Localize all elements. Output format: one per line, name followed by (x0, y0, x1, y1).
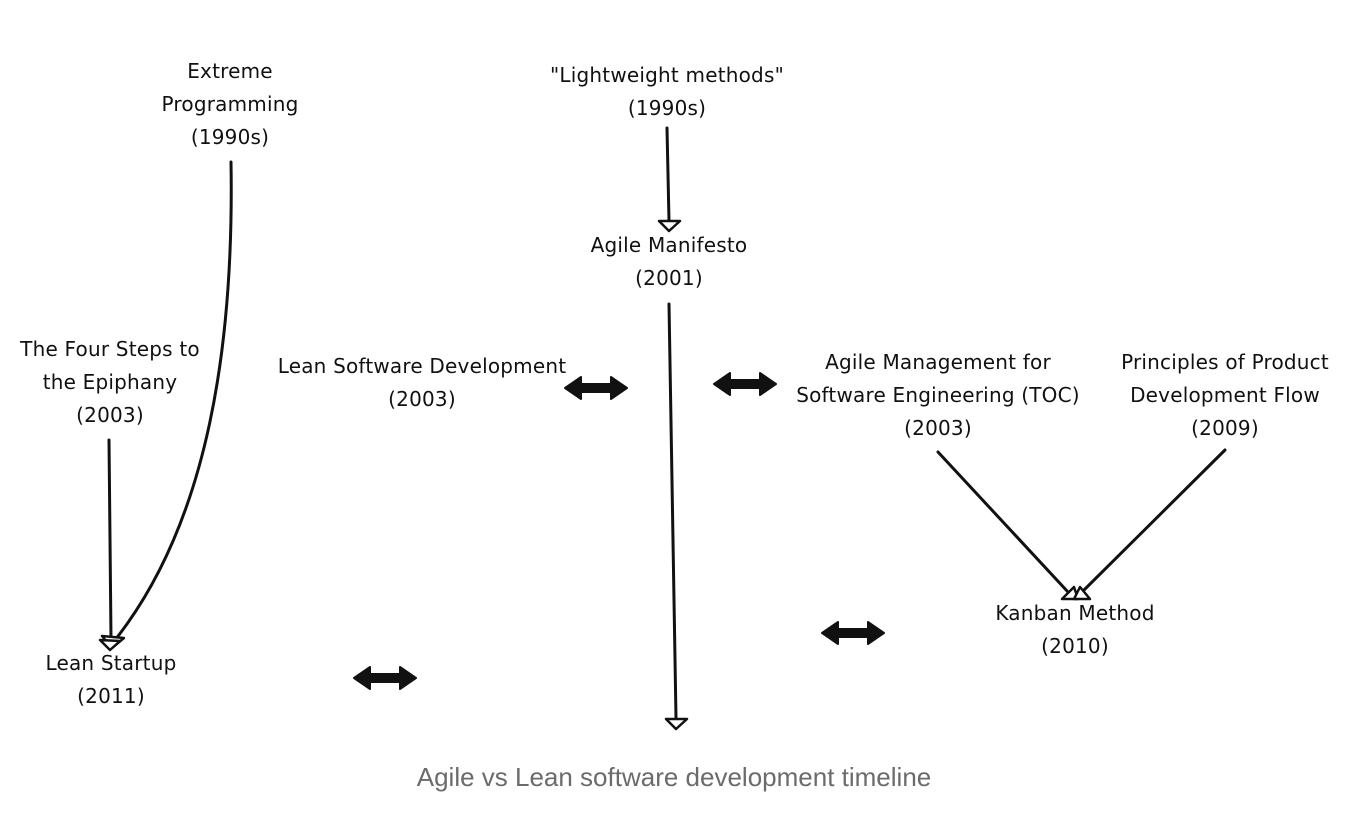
node-principles-flow-line1: Principles of Product (1121, 350, 1329, 374)
node-extreme-programming-line2: Programming (161, 92, 299, 116)
node-lean-software-development-line1: Lean Software Development (277, 354, 567, 378)
node-extreme-programming-line1: Extreme (187, 59, 273, 83)
node-lean-software-development: Lean Software Development (2003) (262, 350, 582, 416)
node-principles-flow: Principles of Product Development Flow (… (1105, 346, 1345, 445)
arrow-agile-management-to-kanban (936, 450, 1070, 594)
node-principles-flow-line3: (2009) (1191, 416, 1259, 440)
node-agile-manifesto-line2: (2001) (635, 266, 703, 290)
node-lean-startup-line2: (2011) (77, 684, 145, 708)
node-kanban-method-line1: Kanban Method (995, 601, 1155, 625)
arrowhead-agile-manifesto (657, 219, 682, 233)
node-agile-manifesto-line1: Agile Manifesto (590, 233, 748, 257)
node-kanban-method-line2: (2010) (1041, 634, 1109, 658)
arrow-four-steps-to-lean-startup (107, 438, 113, 640)
arrow-lightweight-to-agile-manifesto (665, 126, 671, 223)
node-kanban-method: Kanban Method (2010) (975, 597, 1175, 663)
double-arrow-kanban (821, 621, 885, 645)
node-agile-management-line3: (2003) (904, 416, 972, 440)
node-agile-management-line1: Agile Management for (825, 350, 1051, 374)
node-agile-management: Agile Management for Software Engineerin… (778, 346, 1098, 445)
node-lean-startup-line1: Lean Startup (45, 651, 177, 675)
node-lightweight-methods: "Lightweight methods" (1990s) (517, 59, 817, 125)
node-four-steps: The Four Steps to the Epiphany (2003) (0, 333, 220, 432)
arrowhead-kanban-b (1072, 585, 1092, 601)
arrowhead-bottom (664, 717, 689, 731)
arrow-agile-manifesto-down (667, 302, 678, 720)
node-principles-flow-line2: Development Flow (1130, 383, 1320, 407)
node-lean-startup: Lean Startup (2011) (16, 647, 206, 713)
node-extreme-programming-line3: (1990s) (190, 125, 270, 149)
arrow-extreme-programming-to-lean-startup (113, 160, 233, 642)
node-lightweight-methods-line1: "Lightweight methods" (550, 63, 784, 87)
arrowhead-lean-startup-b (98, 638, 122, 652)
node-agile-manifesto: Agile Manifesto (2001) (544, 229, 794, 295)
node-four-steps-line2: the Epiphany (42, 370, 178, 394)
double-arrow-lean-startup (353, 666, 417, 690)
double-arrow-lean-software-left (564, 376, 628, 400)
node-four-steps-line3: (2003) (76, 403, 144, 427)
node-agile-management-line2: Software Engineering (TOC) (796, 383, 1080, 407)
double-arrow-lean-software-right (713, 372, 777, 396)
node-lean-software-development-line2: (2003) (388, 387, 456, 411)
node-extreme-programming: Extreme Programming (1990s) (130, 55, 330, 154)
node-lightweight-methods-line2: (1990s) (627, 96, 707, 120)
node-four-steps-line1: The Four Steps to (20, 337, 200, 361)
arrow-principles-to-kanban (1080, 448, 1227, 594)
figure-caption: Agile vs Lean software development timel… (416, 762, 932, 792)
